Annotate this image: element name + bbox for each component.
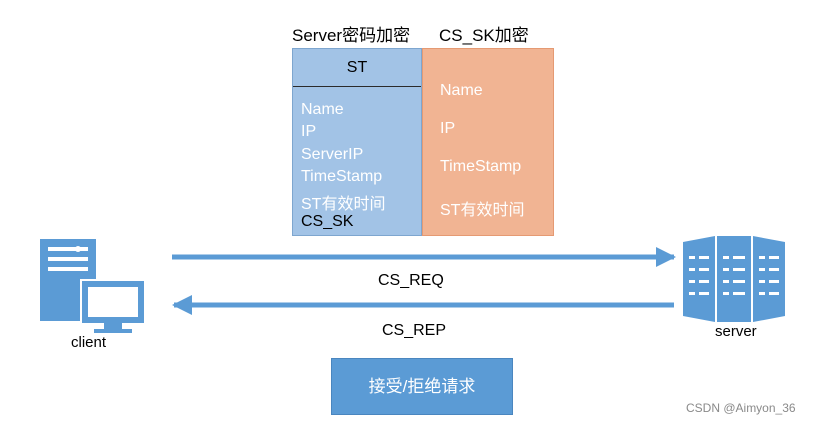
st-field-timestamp: TimeStamp	[301, 168, 383, 185]
csdn-watermark: CSDN @Aimyon_36	[686, 401, 796, 415]
cs-sk-box: Name IP TimeStamp ST有效时间	[422, 48, 554, 236]
st-field-serverip: ServerIP	[301, 146, 364, 163]
client-label: client	[71, 334, 107, 351]
cs-field-name: Name	[440, 82, 483, 99]
server-label: server	[715, 323, 757, 340]
accept-reject-box: 接受/拒绝请求	[331, 358, 513, 415]
request-label: CS_REQ	[378, 272, 444, 289]
client-computer-icon	[40, 239, 146, 333]
st-field-cs-sk: CS_SK	[301, 213, 354, 230]
st-ticket-box: ST Name IP ServerIP TimeStamp ST有效时间 CS_…	[292, 48, 422, 236]
st-field-ip: IP	[301, 123, 317, 140]
cs-field-timestamp: TimeStamp	[440, 158, 522, 175]
server-rack-icon	[683, 236, 785, 322]
st-field-validity: ST有效时间	[301, 196, 386, 213]
cs-sk-encrypt-title: CS_SK加密	[439, 26, 529, 45]
cs-field-validity: ST有效时间	[440, 202, 525, 219]
server-encrypt-title: Server密码加密	[292, 26, 411, 45]
reply-label: CS_REP	[382, 322, 447, 339]
st-header: ST	[293, 49, 421, 87]
cs-field-ip: IP	[440, 120, 456, 137]
st-field-name: Name	[301, 101, 344, 118]
